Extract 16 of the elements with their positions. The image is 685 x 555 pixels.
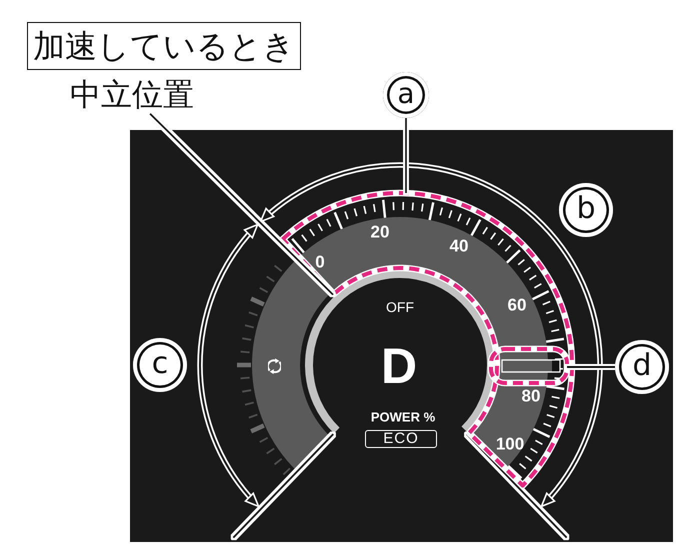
leader-line bbox=[405, 118, 407, 194]
gauge-title: POWER % bbox=[370, 410, 436, 424]
status-text: OFF bbox=[386, 300, 414, 314]
scale-number: 60 bbox=[508, 296, 526, 314]
scale-number: 100 bbox=[496, 436, 524, 452]
leader-line bbox=[149, 112, 334, 296]
gear-indicator: D bbox=[380, 341, 418, 391]
scale-number: 20 bbox=[370, 224, 390, 240]
mode-label: ECO bbox=[365, 430, 437, 448]
scale-number: 0 bbox=[315, 254, 325, 270]
callout-label: 中立位置 bbox=[70, 78, 194, 114]
scale-number: 80 bbox=[522, 388, 540, 404]
heading: 加速しているとき bbox=[27, 22, 301, 70]
highlight-outline bbox=[488, 346, 570, 386]
callout-letter: a bbox=[383, 72, 429, 118]
scale-number: 40 bbox=[450, 238, 468, 254]
